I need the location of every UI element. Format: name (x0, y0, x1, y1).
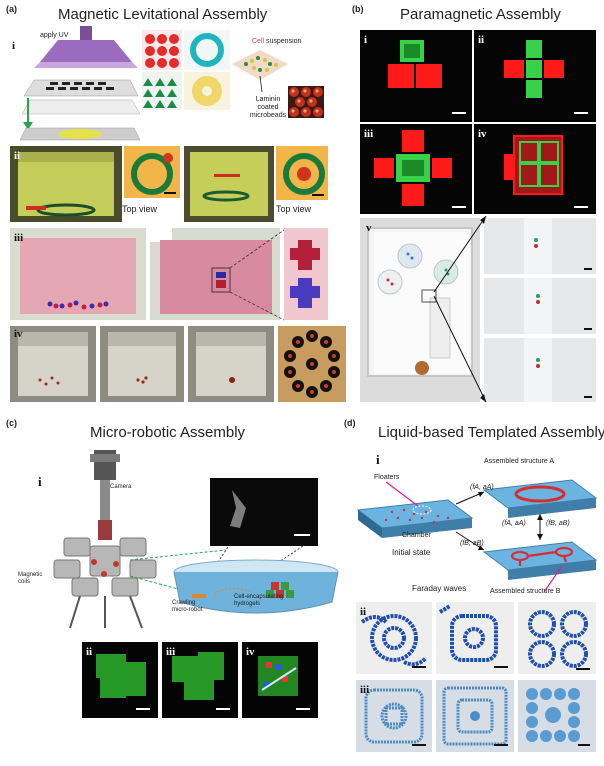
assembled-structure-b-label: Assembled structure B (490, 588, 561, 595)
paramagnetic-device-photo (360, 218, 480, 402)
top-view-ring-2 (276, 146, 328, 200)
levitation-pink-chamber-2 (150, 228, 280, 320)
panel-b-title: Paramagnetic Assembly (400, 6, 561, 23)
fluorescent-assembly-iv (474, 124, 596, 214)
panel-a-ii-label: ii (14, 150, 21, 162)
robot-micrograph (210, 478, 318, 546)
levitation-chamber-2 (184, 146, 274, 222)
panel-a-label: (a) (6, 4, 17, 14)
panel-d-i-label: i (376, 452, 380, 467)
suspension-word: suspension (264, 38, 302, 45)
bead-ring-assembly-photo (278, 326, 346, 402)
zoom-indicator-arrows (433, 215, 487, 403)
cell-suspension-label: Cell suspension (252, 38, 301, 45)
camera-label: Camera (110, 484, 132, 490)
scale-bar (452, 206, 466, 208)
panel-d-ii-label: ii (360, 606, 367, 618)
transition-b-label-1: (fB, aB) (546, 520, 570, 527)
laminin-label: Laminin coated microbeads (249, 96, 287, 119)
scale-bar (584, 396, 592, 398)
panel-b-label: (b) (352, 4, 364, 14)
fluorescent-assembly-ii (474, 30, 596, 122)
hydrogel-shapes-photo (142, 30, 230, 110)
panel-b-iii-label: iii (364, 128, 374, 140)
channel-zoom-2 (484, 278, 596, 334)
liquid-template-schematic (356, 479, 598, 593)
panel-b-v-label: v (366, 222, 372, 234)
fluorescent-robot-assembly-iv (242, 642, 318, 718)
bead-pattern-iii-2 (436, 680, 514, 752)
panel-a-i-label: i (12, 40, 16, 52)
assembled-structure-a-label: Assembled structure A (484, 458, 555, 465)
top-view-label-1: Top view (122, 204, 158, 214)
panel-c-ii-label: ii (86, 646, 93, 658)
fluorescent-robot-assembly-ii (82, 642, 158, 718)
channel-zoom-3 (484, 338, 596, 402)
panel-b-iv-label: iv (478, 128, 487, 140)
panel-a-title: Magnetic Levitational Assembly (58, 6, 268, 23)
bead-pattern-iii-1 (356, 680, 432, 752)
apply-uv-label: apply UV (40, 32, 69, 39)
levitation-chamber-1 (10, 146, 122, 222)
panel-c-iii-label: iii (166, 646, 176, 658)
assembly-dish-schematic (173, 559, 339, 614)
transition-a-label-2: (fA, aA) (502, 520, 526, 527)
scale-bar (584, 328, 592, 330)
chamber-label: Chamber (402, 532, 431, 539)
assembly-timelapse-3 (188, 326, 274, 402)
panel-c-label: (c) (6, 418, 17, 428)
zoom-indicator-lines (229, 229, 285, 321)
assembled-cross-zoom (284, 228, 328, 320)
channel-zoom-1 (484, 218, 596, 274)
transition-a-label-1: (fA, aA) (470, 484, 494, 491)
floaters-label: Floaters (374, 474, 400, 481)
uv-lamp-schematic (19, 26, 140, 141)
panel-a-iii-label: iii (14, 232, 24, 244)
scale-bar (584, 268, 592, 270)
panel-d-label: (d) (344, 418, 356, 428)
top-view-ring-1 (124, 146, 180, 198)
faraday-waves-label: Faraday waves (412, 584, 467, 593)
scale-bar (574, 206, 588, 208)
panel-c-iv-label: iv (246, 646, 255, 658)
levitation-pink-chamber-1 (10, 228, 146, 320)
fluorescent-assembly-iii (360, 124, 472, 214)
panel-c-i-label: i (38, 474, 42, 489)
transition-b-label-2: (fB, aB) (460, 540, 484, 547)
magnetic-coils-label: Magnetic coils (18, 572, 43, 585)
bead-pattern-ii-1 (356, 602, 432, 674)
panel-a-iv-label: iv (14, 328, 23, 340)
fluorescent-robot-assembly-iii (162, 642, 238, 718)
cell-suspension-schematic (232, 50, 288, 93)
fluorescent-assembly-i (360, 30, 472, 122)
top-view-label-2: Top view (276, 204, 312, 214)
panel-b-ii-label: ii (478, 34, 485, 46)
hydrogels-label: Cell-encapsulating hydrogels (234, 594, 284, 607)
bead-pattern-ii-2 (436, 602, 514, 674)
panel-c-title: Micro-robotic Assembly (90, 424, 246, 441)
bead-pattern-iii-3 (518, 680, 596, 752)
bead-pattern-ii-3 (518, 602, 596, 674)
microbeads-photo (288, 86, 324, 118)
scale-bar (164, 192, 176, 194)
initial-state-label: Initial state (392, 548, 431, 557)
scale-bar (452, 112, 466, 114)
assembly-timelapse-1 (10, 326, 96, 402)
assembly-timelapse-2 (100, 326, 184, 402)
panel-d-iii-label: iii (360, 684, 370, 696)
scale-bar (312, 194, 324, 196)
panel-b-i-label: i (364, 34, 368, 46)
scale-bar (574, 112, 588, 114)
cell-word: Cell (252, 38, 265, 45)
panel-d-title: Liquid-based Templated Assembly (378, 424, 604, 441)
micro-robot-apparatus (53, 450, 157, 629)
crawling-robot-label: Crawling micro-robot (172, 600, 203, 613)
